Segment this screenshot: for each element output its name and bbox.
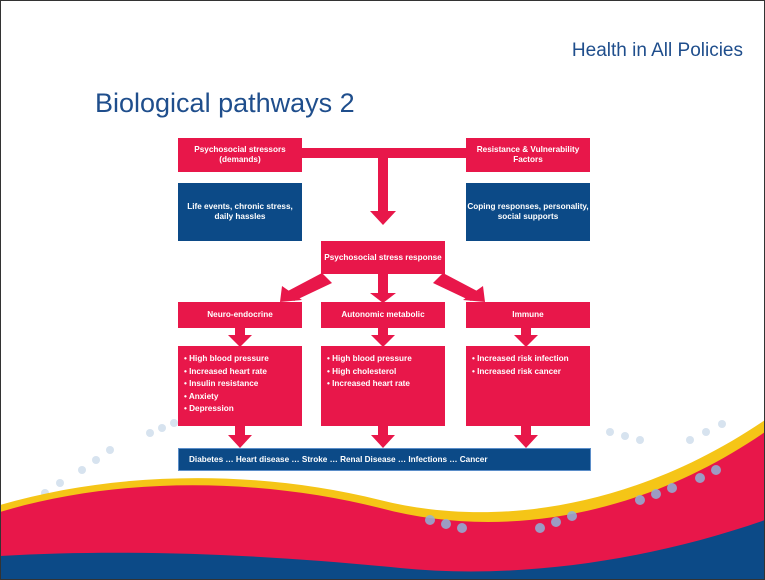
coping-box: Coping responses, personality, social su… <box>466 183 590 241</box>
autonomic-metabolic-effects: • High blood pressure • High cholesterol… <box>321 346 445 426</box>
stress-response-box: Psychosocial stress response <box>321 241 445 274</box>
effect-item: • Increased risk cancer <box>472 366 561 376</box>
effect-item: • Depression <box>184 404 234 413</box>
yellow-wave <box>0 420 765 528</box>
resistance-box: Resistance & Vulnerability Factors <box>466 138 590 172</box>
blue-wave <box>0 520 765 580</box>
life-events-box: Life events, chronic stress, daily hassl… <box>178 183 302 241</box>
stressors-box: Psychosocial stressors (demands) <box>178 138 302 172</box>
pathway-immune: Immune <box>466 302 590 328</box>
header-title: Health in All Policies <box>571 40 743 61</box>
effect-item: • High blood pressure <box>184 354 269 363</box>
people-chain-band <box>425 465 721 533</box>
page-title: Biological pathways 2 <box>95 88 355 118</box>
effect-item: • Insulin resistance <box>184 379 259 388</box>
pathway-autonomic-metabolic: Autonomic metabolic <box>321 302 445 328</box>
red-wave <box>0 432 765 580</box>
immune-effects: • Increased risk infection • Increased r… <box>466 346 590 426</box>
effect-item: • Anxiety <box>184 391 219 401</box>
connectors <box>228 148 538 448</box>
effect-item: • Increased heart rate <box>184 366 267 376</box>
effect-item: • Increased risk infection <box>472 354 569 363</box>
effect-item: • High cholesterol <box>327 366 397 376</box>
neuro-endocrine-effects: • High blood pressure • Increased heart … <box>178 346 302 426</box>
outcomes-bar: Diabetes … Heart disease … Stroke … Rena… <box>178 448 591 471</box>
effect-item: • High blood pressure <box>327 354 412 363</box>
pathway-neuro-endocrine: Neuro-endocrine <box>178 302 302 328</box>
effect-item: • Increased heart rate <box>327 379 410 388</box>
